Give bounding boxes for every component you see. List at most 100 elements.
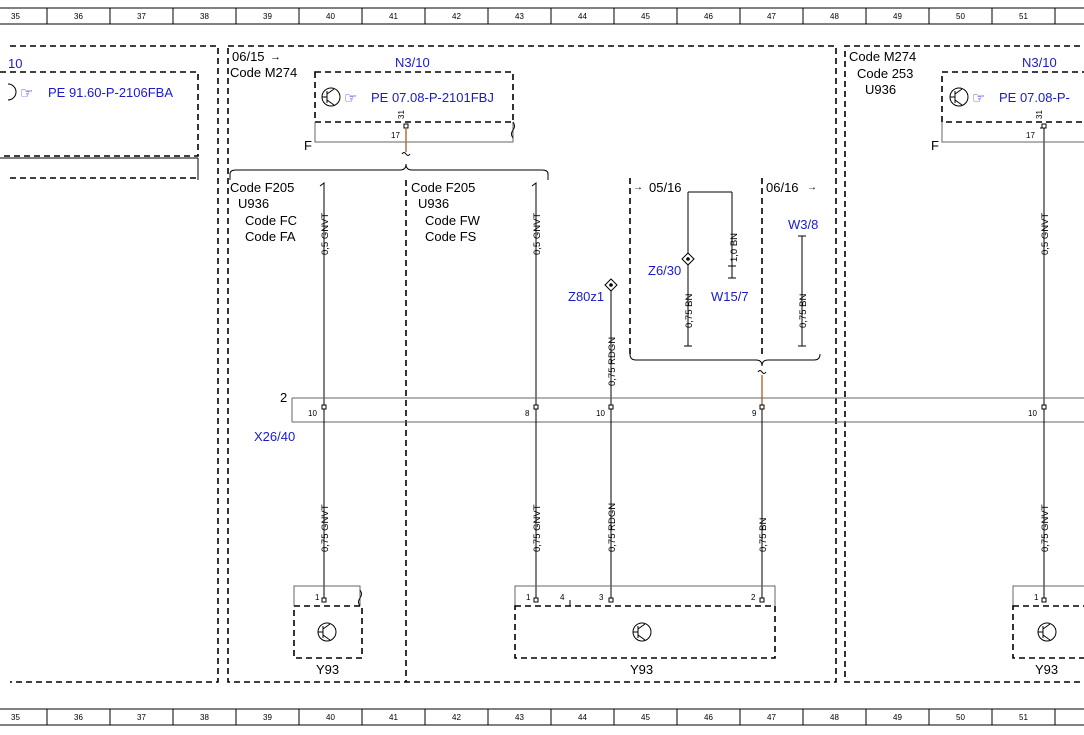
- ruler-column-number: 50: [956, 713, 965, 722]
- y93-valve-middle[interactable]: 1 4 3 2 Y93: [514, 585, 776, 677]
- upper-wire-a[interactable]: 0,5 GNVT: [319, 182, 331, 405]
- svg-text:8: 8: [525, 409, 530, 418]
- pointer-hand-icon: ☞: [344, 90, 357, 107]
- variant-a-line4: Code FA: [245, 229, 296, 244]
- svg-text:0,75 BN: 0,75 BN: [798, 294, 809, 328]
- connector-x26-40[interactable]: 2 X26/40: [254, 390, 1084, 444]
- ruler-column-number: 38: [200, 12, 209, 21]
- pointer-hand-icon: ☞: [972, 90, 985, 107]
- y93-label: Y93: [316, 662, 339, 677]
- variant-a-line1: Code F205: [230, 180, 294, 195]
- connector-pin-number: 2: [280, 390, 287, 405]
- svg-text:10: 10: [1028, 409, 1037, 418]
- transistor-icon: [317, 622, 337, 642]
- lower-wire-a[interactable]: 0,75 GNVT: [320, 409, 331, 598]
- svg-text:0,75 GNVT: 0,75 GNVT: [1040, 504, 1051, 552]
- svg-text:0,75 RDGN: 0,75 RDGN: [607, 337, 618, 386]
- ruler-column-number: 46: [704, 12, 713, 21]
- lower-wire-e[interactable]: 0,75 GNVT: [1040, 409, 1051, 598]
- w3-label: W3/8: [788, 217, 818, 232]
- lower-wire-c[interactable]: 0,75 RDGN: [607, 409, 618, 598]
- svg-text:4: 4: [560, 593, 565, 602]
- right-panel-frame: [844, 45, 1080, 683]
- transistor-icon: [321, 87, 341, 107]
- ruler-column-number: 43: [515, 713, 524, 722]
- connector-label: X26/40: [254, 429, 295, 444]
- middle-panel-frame: [227, 45, 837, 683]
- ruler-column-number: 41: [389, 713, 398, 722]
- connector-pin: 10: [1028, 404, 1047, 418]
- ruler-column-number: 47: [767, 713, 776, 722]
- variant-a-line3: Code FC: [245, 213, 297, 228]
- right-module-doc[interactable]: PE 07.08-P-: [999, 90, 1070, 105]
- ruler-column-number: 44: [578, 713, 587, 722]
- ruler-column-number: 42: [452, 713, 461, 722]
- middle-module-doc[interactable]: PE 07.08-P-2101FBJ: [371, 90, 494, 105]
- transistor-icon: [1037, 622, 1057, 642]
- ruler-column-number: 46: [704, 713, 713, 722]
- ruler-column-number: 45: [641, 12, 650, 21]
- transistor-icon: [632, 622, 652, 642]
- left-ref-doc[interactable]: PE 91.60-P-2106FBA: [48, 85, 173, 100]
- svg-text:1: 1: [526, 593, 531, 602]
- svg-text:05/16: 05/16: [649, 180, 682, 195]
- w3-ground[interactable]: W3/8 0,75 BN: [788, 217, 818, 347]
- ruler-column-number: 37: [137, 12, 146, 21]
- svg-text:1,0 BN: 1,0 BN: [729, 233, 740, 262]
- ruler-column-number: 35: [11, 713, 20, 722]
- upper-wire-c[interactable]: 0,5 GNVT: [1040, 127, 1051, 405]
- arrow-right-icon: →: [270, 51, 281, 63]
- date-subbox: → 05/16 06/16 →: [629, 178, 821, 405]
- svg-text:0,75 BN: 0,75 BN: [758, 518, 769, 552]
- right-module-label[interactable]: N3/10: [1022, 55, 1057, 70]
- ruler-column-number: 37: [137, 713, 146, 722]
- svg-text:17: 17: [1026, 131, 1035, 140]
- right-code1: Code M274: [849, 49, 916, 64]
- upper-wire-b[interactable]: 0,5 GNVT: [531, 182, 543, 405]
- ruler-column-number: 41: [389, 12, 398, 21]
- y93-valve-right[interactable]: 1 Y93: [1012, 585, 1084, 677]
- y93-label: Y93: [630, 662, 653, 677]
- ruler-column-number: 48: [830, 12, 839, 21]
- ruler-column-number: 51: [1019, 12, 1028, 21]
- svg-text:1: 1: [315, 593, 320, 602]
- svg-text:06/16: 06/16: [766, 180, 799, 195]
- variant-a-line2: U936: [238, 196, 269, 211]
- right-code3: U936: [865, 82, 896, 97]
- svg-text:0,75 GNVT: 0,75 GNVT: [320, 504, 331, 552]
- y93-valve-left[interactable]: 1 Y93: [293, 585, 363, 677]
- svg-text:0,75 GNVT: 0,75 GNVT: [532, 504, 543, 552]
- transistor-icon: [949, 87, 969, 107]
- ruler-column-number: 45: [641, 713, 650, 722]
- lower-wire-d[interactable]: 0,75 BN: [758, 409, 769, 598]
- variant-b-line4: Code FS: [425, 229, 477, 244]
- svg-text:0,75 BN: 0,75 BN: [684, 294, 695, 328]
- lower-wire-b[interactable]: 0,75 GNVT: [532, 409, 543, 598]
- ruler-column-number: 44: [578, 12, 587, 21]
- middle-module-box: [314, 71, 514, 123]
- z80-label: Z80z1: [568, 289, 604, 304]
- svg-text:1: 1: [1034, 593, 1039, 602]
- ruler-column-number: 40: [326, 12, 335, 21]
- svg-text:0,5 GNVT: 0,5 GNVT: [532, 213, 543, 255]
- middle-marker: F: [304, 138, 312, 153]
- ruler-column-number: 39: [263, 12, 272, 21]
- z6-w15-branch[interactable]: Z6/30 W15/7 1,0 BN 0,75 BN: [648, 191, 749, 347]
- ruler-column-number: 47: [767, 12, 776, 21]
- svg-text:31: 31: [1035, 110, 1044, 119]
- ruler-column-number: 39: [263, 713, 272, 722]
- svg-text:0,5 GNVT: 0,5 GNVT: [1040, 213, 1051, 255]
- right-marker: F: [931, 138, 939, 153]
- variant-b-line1: Code F205: [411, 180, 475, 195]
- middle-module-label[interactable]: N3/10: [395, 55, 430, 70]
- svg-text:31: 31: [397, 110, 406, 119]
- ruler-column-number: 36: [74, 713, 83, 722]
- svg-text:0,5 GNVT: 0,5 GNVT: [320, 213, 331, 255]
- pointer-hand-icon: ☞: [20, 85, 33, 102]
- ruler-column-number: 49: [893, 12, 902, 21]
- z80-splice[interactable]: Z80z1 0,75 RDGN: [568, 278, 618, 405]
- ruler-column-number: 48: [830, 713, 839, 722]
- svg-text:2: 2: [751, 593, 756, 602]
